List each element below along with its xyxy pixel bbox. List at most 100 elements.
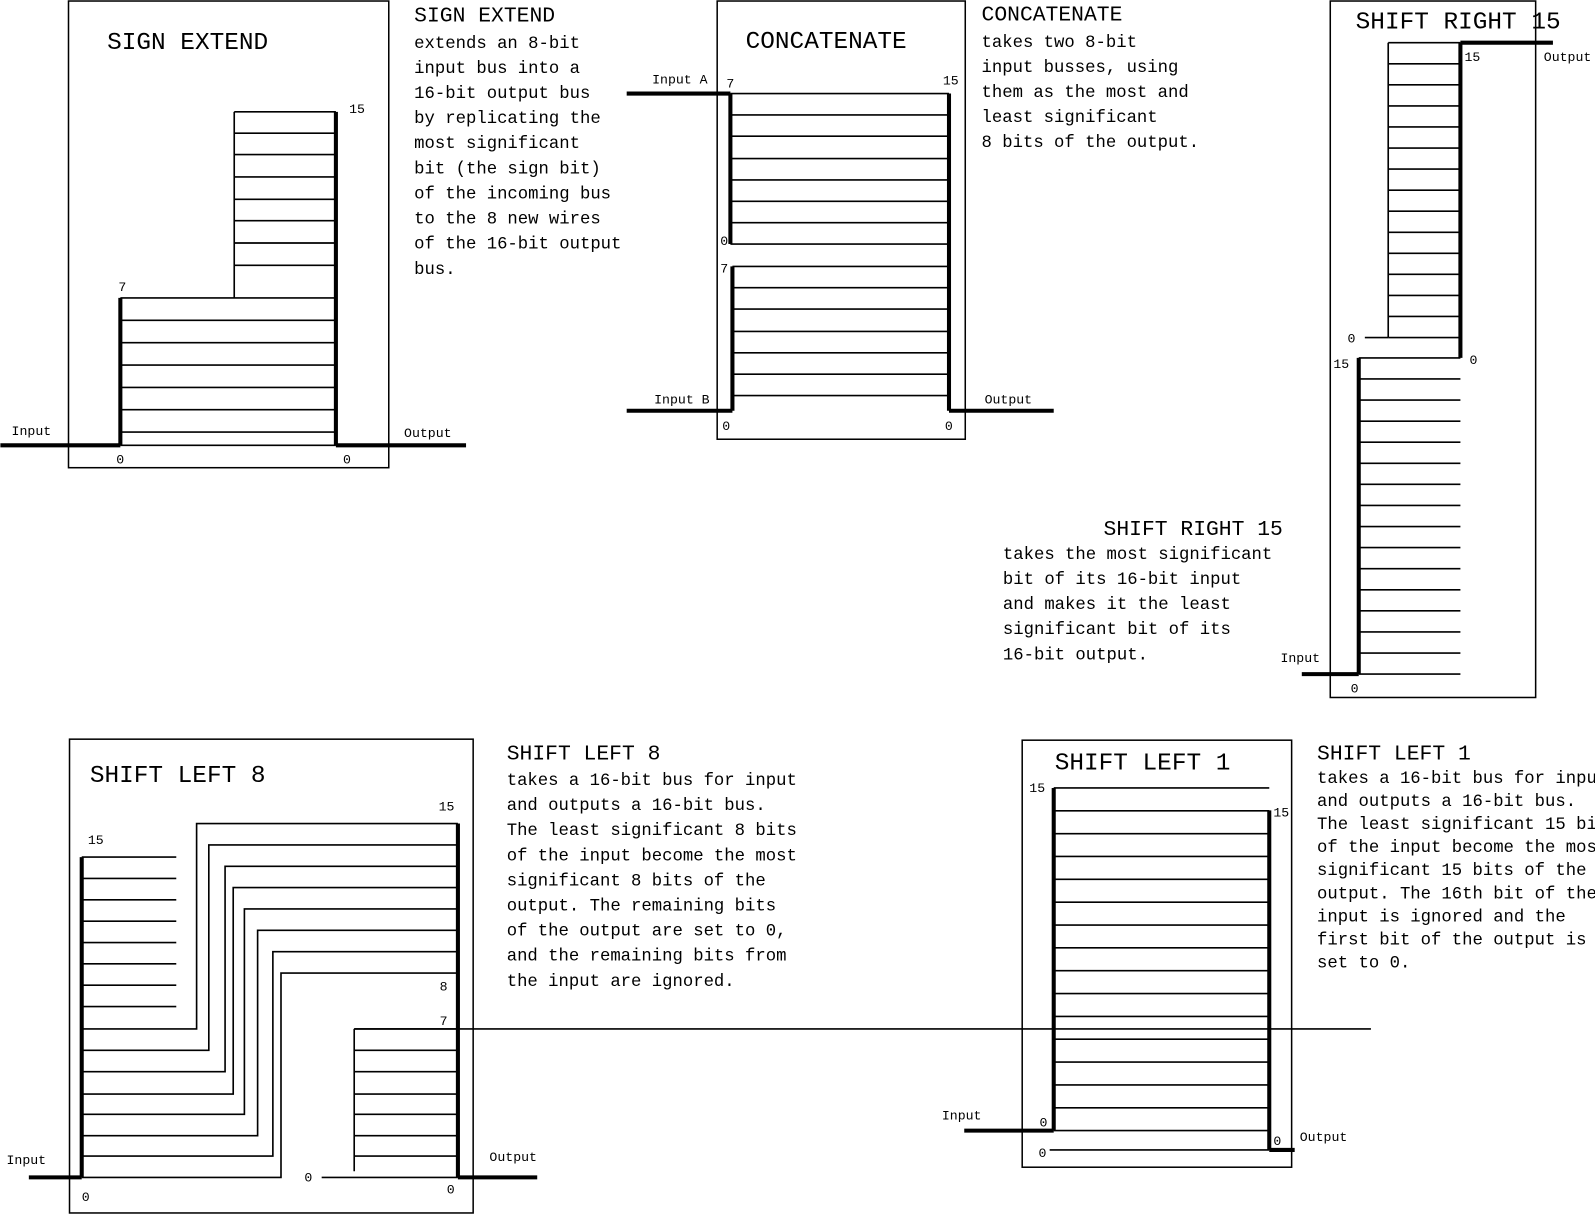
input-b-label: Input B <box>654 393 710 408</box>
description-line: input bus into a <box>414 60 580 79</box>
description-line: input is ignored and the <box>1317 908 1566 927</box>
sign-extend-diagram: SIGN EXTEND 15 7 0 0 Input Output SIGN EXTEND ex… <box>0 0 621 469</box>
description-line: input busses, using <box>982 59 1179 78</box>
component-box <box>68 738 474 1214</box>
description-line: output. The remaining bits <box>507 897 776 916</box>
box-title: SIGN EXTEND <box>107 30 268 57</box>
description-line: significant 15 bits of the <box>1317 862 1586 881</box>
bit-label: 0 <box>722 419 730 434</box>
box-title: SHIFT RIGHT 15 <box>1356 9 1561 36</box>
description-line: 16-bit output bus <box>414 85 590 104</box>
bit-label: 0 <box>82 1190 90 1205</box>
description-line: of the input become the most <box>507 847 797 866</box>
bit-label: 7 <box>726 76 734 91</box>
input-label: Input <box>1280 651 1320 666</box>
bit-label: 0 <box>1039 1116 1047 1131</box>
description-line: the input are ignored. <box>507 973 735 992</box>
description-line: The least significant 15 bits <box>1317 816 1595 835</box>
description-line: and outputs a 16-bit bus. <box>507 797 766 816</box>
input-label: Input <box>942 1108 982 1123</box>
bit-label: 0 <box>343 453 351 468</box>
bit-label: 15 <box>1333 357 1349 372</box>
description-line: bit of its 16-bit input <box>1003 571 1241 590</box>
bit-label: 15 <box>943 73 959 88</box>
bit-label: 15 <box>88 833 104 848</box>
shifted-wire <box>81 865 458 1073</box>
bit-label: 0 <box>1038 1146 1046 1161</box>
bit-label: 7 <box>720 261 728 276</box>
output-label: Output <box>404 426 452 441</box>
bit-label: 7 <box>440 1014 448 1029</box>
description-line: least significant <box>982 109 1158 128</box>
shifted-wire <box>81 972 458 1179</box>
description-line: them as the most and <box>982 84 1189 103</box>
output-label: Output <box>985 393 1033 408</box>
bit-label: 15 <box>349 102 365 117</box>
input-label: Input <box>12 424 52 439</box>
description-line: bit (the sign bit) <box>414 160 601 179</box>
description-line: takes the most significant <box>1003 546 1272 565</box>
bit-label: 0 <box>720 234 728 249</box>
component-box <box>716 0 967 440</box>
box-title: CONCATENATE <box>746 29 907 56</box>
bit-label: 0 <box>1351 681 1359 696</box>
description-line: 16-bit output. <box>1003 646 1148 665</box>
description-line: bus. <box>414 261 455 280</box>
description-line: set to 0. <box>1317 955 1410 974</box>
description-line: significant 8 bits of the <box>507 872 766 891</box>
bit-label: 0 <box>1470 353 1478 368</box>
bit-label: 0 <box>116 453 124 468</box>
description-line: of the input become the most <box>1317 839 1595 858</box>
bit-label: 0 <box>945 419 953 434</box>
description-line: 8 bits of the output. <box>982 134 1200 153</box>
description-line: takes a 16-bit bus for input <box>507 772 797 791</box>
bit-label: 7 <box>118 280 126 295</box>
bit-label: 0 <box>1348 332 1356 347</box>
description-line: extends an 8-bit <box>414 35 580 54</box>
shifted-wire <box>81 886 458 1095</box>
output-label: Output <box>1300 1130 1348 1145</box>
component-box <box>1021 739 1293 1168</box>
box-title: SHIFT LEFT 1 <box>1055 751 1231 778</box>
bit-label: 0 <box>1273 1134 1281 1149</box>
box-title: SHIFT LEFT 8 <box>90 763 266 790</box>
description-line: significant bit of its <box>1003 621 1231 640</box>
bit-label: 15 <box>1464 50 1480 65</box>
description-title: SHIFT LEFT 8 <box>507 743 661 767</box>
bit-label: 8 <box>440 979 448 994</box>
input-a-label: Input A <box>652 72 708 87</box>
shifted-wire <box>81 822 458 1030</box>
shifted-wire <box>81 844 458 1052</box>
bit-label: 0 <box>447 1183 455 1198</box>
output-label: Output <box>1544 50 1592 65</box>
shifted-wire <box>81 950 458 1157</box>
description-line: to the 8 new wires <box>414 211 601 230</box>
description-title: SIGN EXTEND <box>414 4 555 28</box>
description-line: output. The 16th bit of the <box>1317 885 1595 904</box>
description-line: of the 16-bit output <box>414 236 621 255</box>
bit-label: 15 <box>1273 805 1289 820</box>
output-label: Output <box>489 1150 537 1165</box>
component-box <box>1329 0 1537 699</box>
description-line: and the remaining bits from <box>507 948 787 967</box>
description-line: most significant <box>414 135 580 154</box>
input-label: Input <box>6 1153 46 1168</box>
shifted-wire <box>81 929 458 1137</box>
description-line: of the incoming bus <box>414 185 611 204</box>
bit-label: 0 <box>304 1170 312 1185</box>
description-title: SHIFT LEFT 1 <box>1317 743 1471 767</box>
description-line: first bit of the output is <box>1317 931 1586 950</box>
description-title: SHIFT RIGHT 15 <box>1104 518 1283 542</box>
description-line: and outputs a 16-bit bus. <box>1317 793 1576 812</box>
description-line: by replicating the <box>414 110 601 129</box>
bit-label: 15 <box>1029 781 1045 796</box>
shifted-wire <box>81 908 458 1116</box>
description-line: takes a 16-bit bus for input <box>1317 770 1595 789</box>
description-line: of the output are set to 0, <box>507 923 787 942</box>
description-line: The least significant 8 bits <box>507 822 797 841</box>
bit-label: 15 <box>439 799 455 814</box>
